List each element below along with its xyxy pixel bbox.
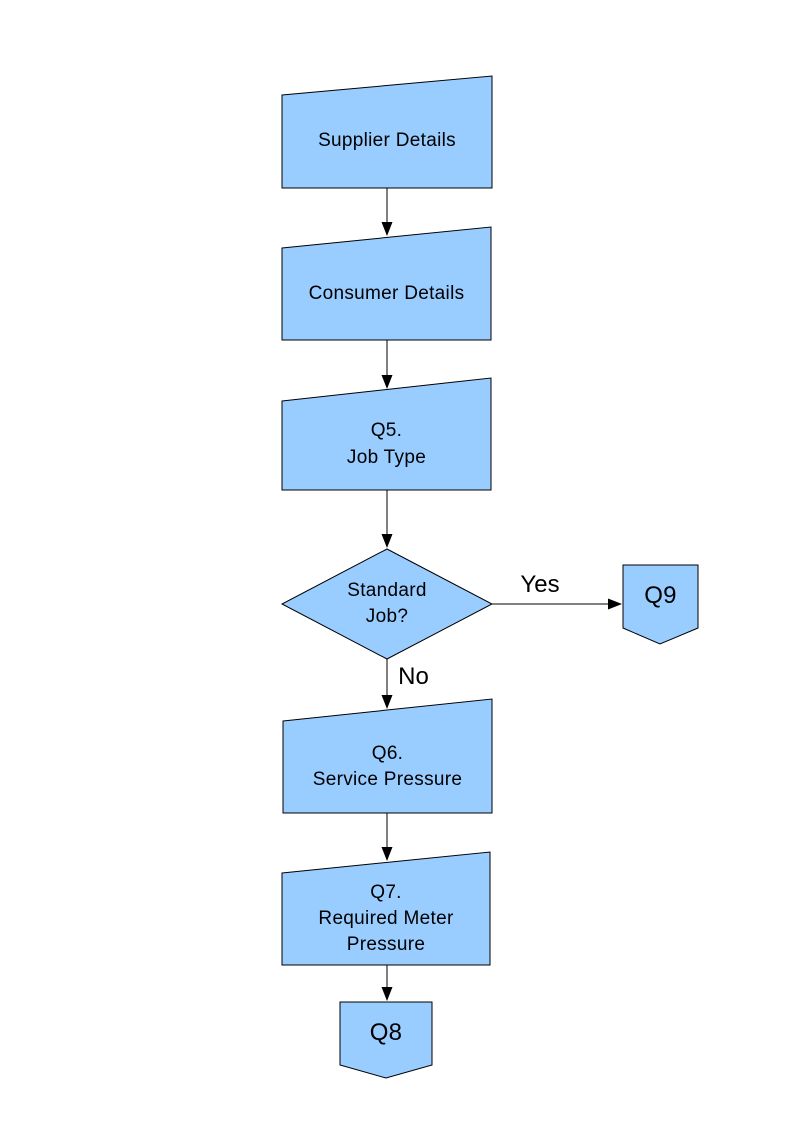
node-shape-supplier-details bbox=[281, 75, 493, 189]
node-shape-q5-job-type bbox=[281, 377, 492, 491]
arrow-decision-no-to-q6 bbox=[381, 659, 393, 709]
node-shape-q8-connector bbox=[339, 1001, 433, 1079]
arrow-consumer-to-q5 bbox=[381, 340, 393, 389]
arrow-supplier-to-consumer bbox=[381, 188, 393, 236]
arrowhead-down-icon bbox=[381, 695, 393, 709]
arrow-q7-to-q8 bbox=[381, 965, 393, 1001]
arrow-q5-to-decision bbox=[381, 490, 393, 548]
arrow-q6-to-q7 bbox=[381, 813, 393, 861]
arrowhead-down-icon bbox=[381, 534, 393, 548]
node-shape-consumer-details bbox=[281, 226, 492, 341]
arrowhead-down-icon bbox=[381, 222, 393, 236]
node-shape-q7-required-meter-pressure bbox=[281, 851, 491, 966]
node-shape-standard-job-decision bbox=[280, 548, 494, 660]
arrowhead-right-icon bbox=[608, 598, 622, 610]
node-shape-q6-service-pressure bbox=[282, 698, 493, 814]
arrowhead-down-icon bbox=[381, 375, 393, 389]
arrowhead-down-icon bbox=[381, 987, 393, 1001]
arrow-decision-yes-to-q9 bbox=[492, 598, 622, 610]
arrowhead-down-icon bbox=[381, 847, 393, 861]
node-shape-q9-connector bbox=[622, 564, 699, 645]
